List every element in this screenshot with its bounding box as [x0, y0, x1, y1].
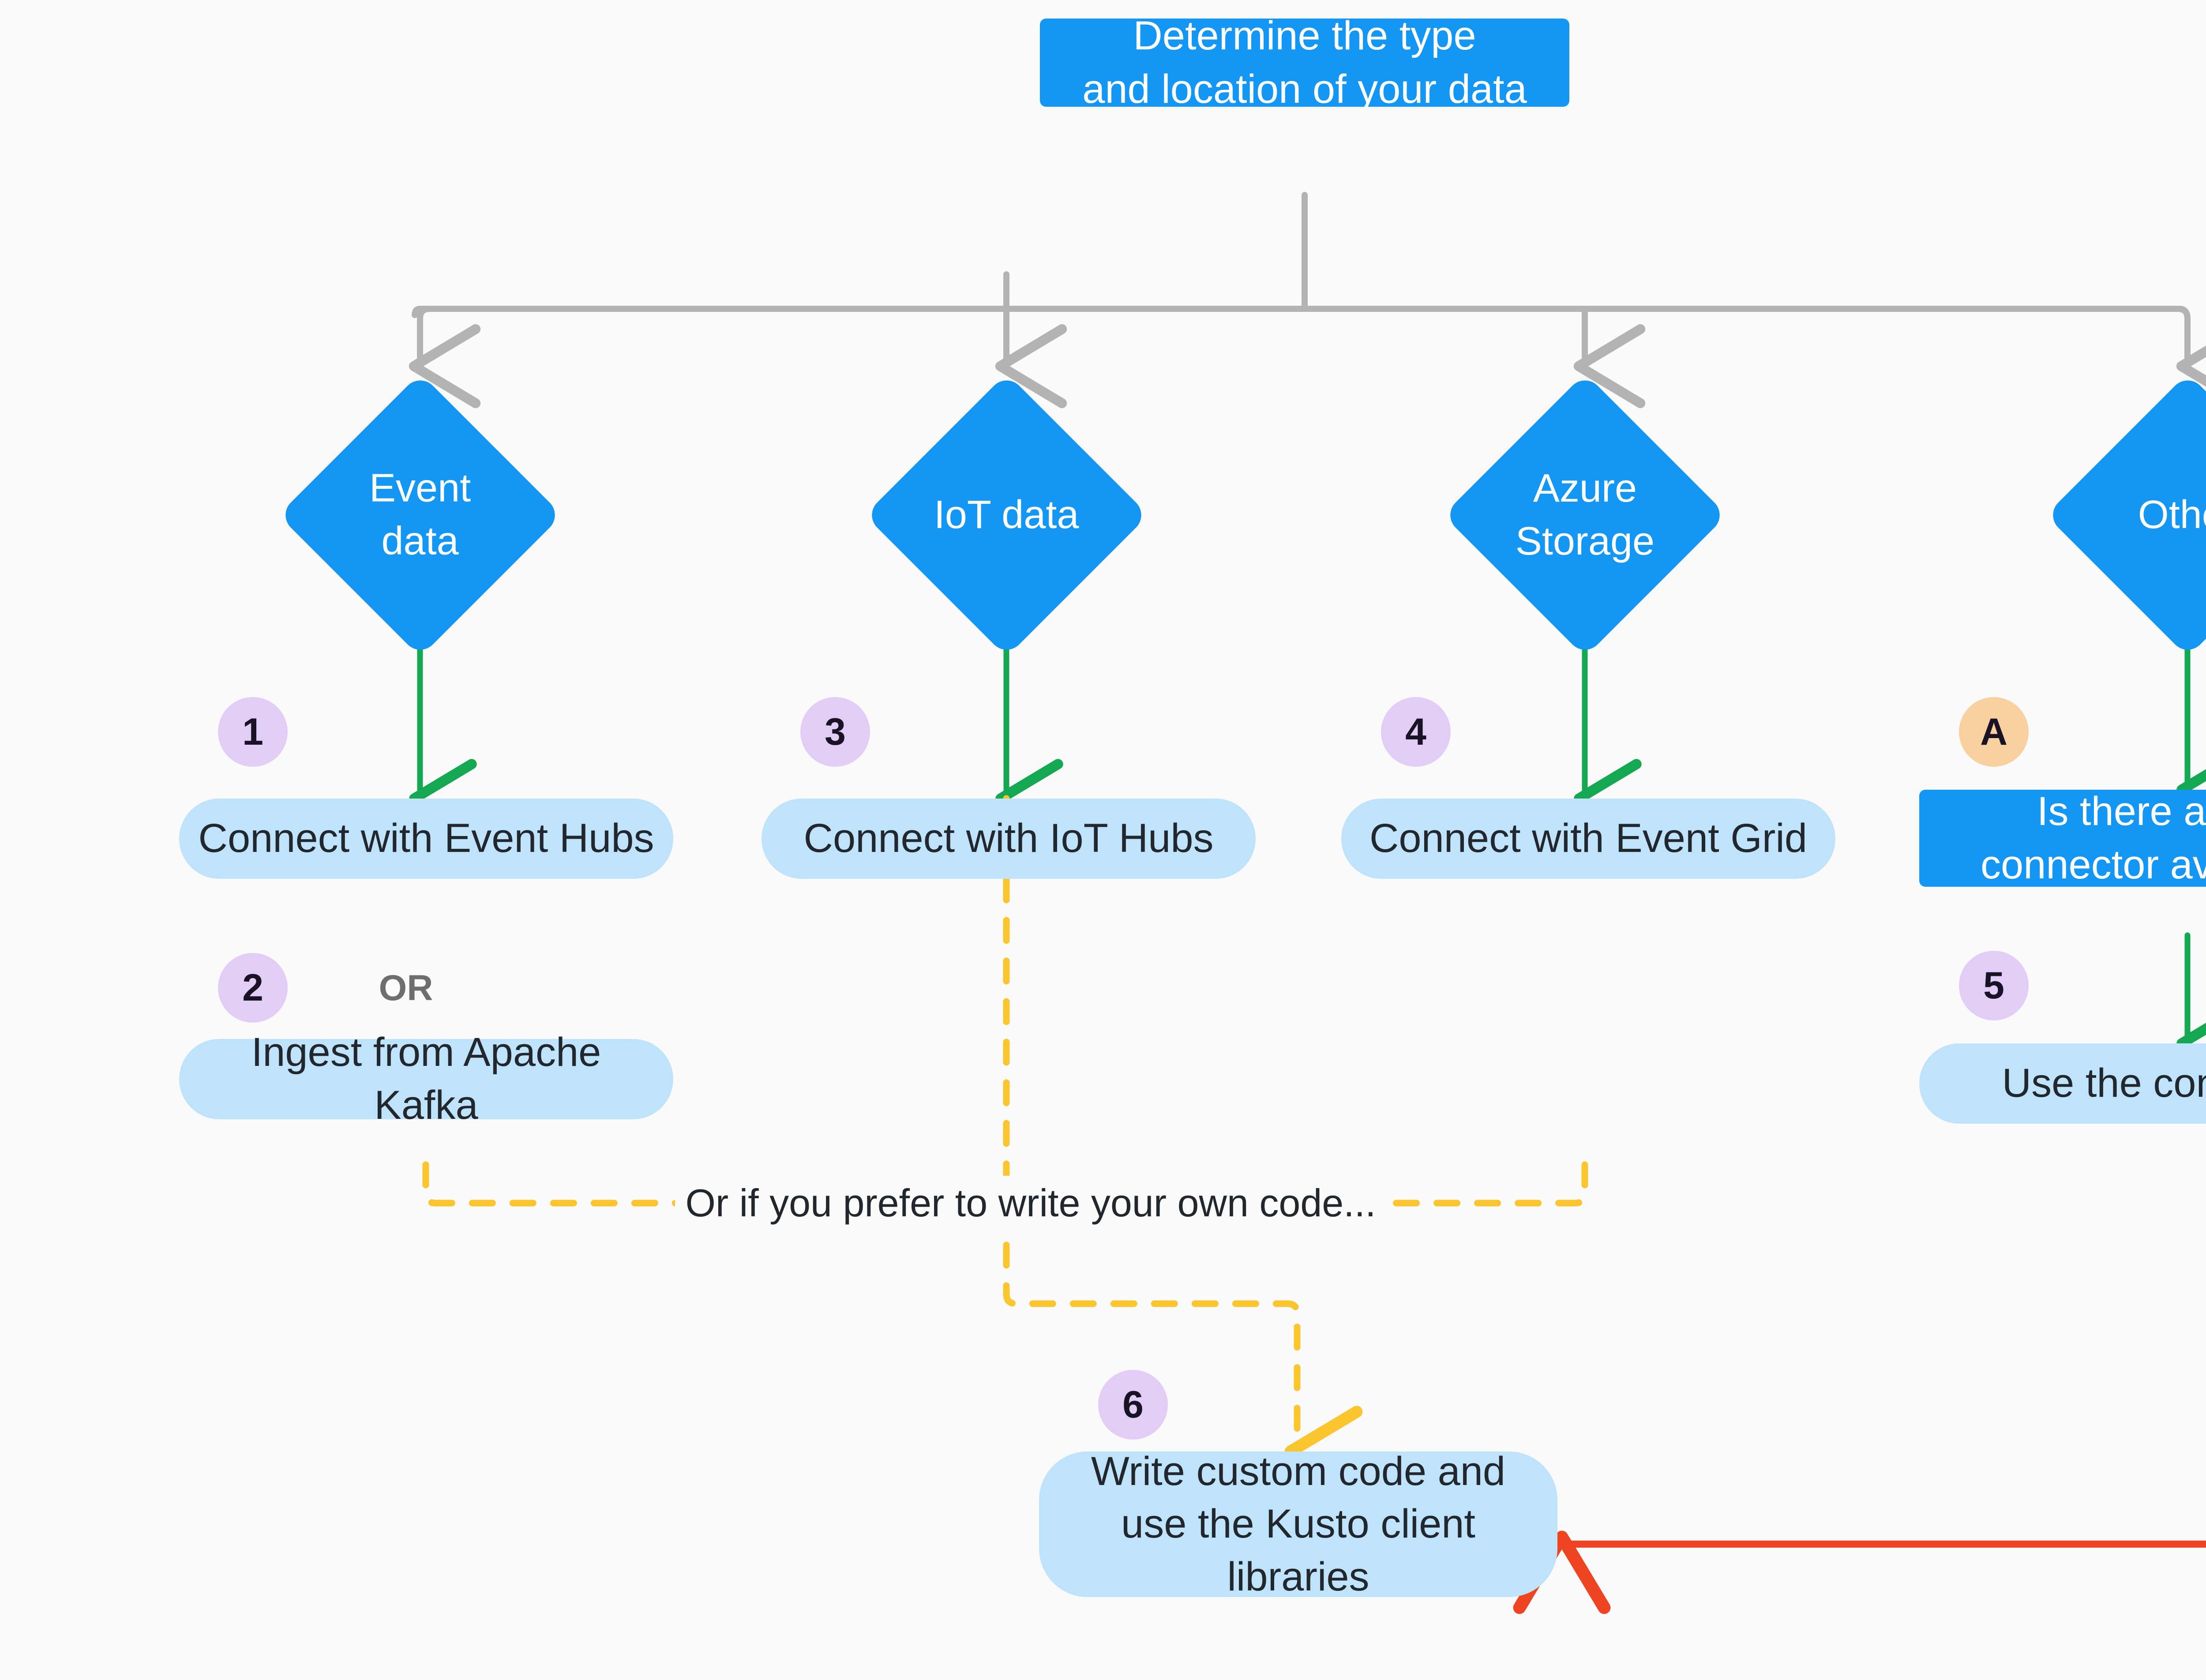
root-node[interactable]: Determine the type and location of your … [1040, 13, 1569, 112]
badge-step-4-label: 4 [1405, 710, 1426, 753]
diamond-iot-data-label: IoT data [934, 492, 1079, 537]
badge-step-a: A [1959, 697, 2029, 767]
decision-connector-available-label: Is there a data connector available? [1981, 788, 2206, 887]
process-connect-event-hubs-label: Connect with Event Hubs [198, 816, 654, 861]
process-connect-event-grid[interactable]: Connect with Event Grid [1341, 799, 1835, 879]
badge-step-2-label: 2 [242, 966, 263, 1009]
diamond-azure-storage-label: Azure Storage [1515, 466, 1655, 563]
process-write-custom-code-label: Write custom code and use the Kusto clie… [1091, 1448, 1506, 1599]
diamond-other[interactable]: Other [2045, 373, 2206, 657]
process-connect-event-hubs[interactable]: Connect with Event Hubs [179, 799, 673, 879]
edge-root-fanout [409, 192, 2206, 409]
process-ingest-apache-kafka[interactable]: Ingest from Apache Kafka [179, 1030, 673, 1128]
diamond-iot-data[interactable]: IoT data [864, 373, 1149, 657]
custom-code-dashed-label: Or if you prefer to write your own code.… [675, 1176, 1386, 1230]
process-use-the-connector[interactable]: Use the connector [1919, 1043, 2206, 1124]
process-connect-iot-hubs-label: Connect with IoT Hubs [803, 816, 1214, 861]
root-node-label: Determine the type and location of your … [1082, 13, 1527, 112]
diamond-azure-storage[interactable]: Azure Storage [1443, 373, 1727, 657]
process-write-custom-code[interactable]: Write custom code and use the Kusto clie… [1039, 1449, 1557, 1599]
diamond-event-data[interactable]: Event data [278, 373, 563, 657]
diamond-other-label: Other [2138, 492, 2206, 537]
badge-step-1-label: 1 [242, 710, 263, 753]
or-connector-label: OR [379, 968, 433, 1008]
process-connect-event-grid-label: Connect with Event Grid [1369, 816, 1807, 861]
badge-step-6: 6 [1098, 1370, 1168, 1440]
edge-no-red [1513, 1530, 2206, 1614]
badge-step-4: 4 [1381, 697, 1451, 767]
badge-step-3-label: 3 [825, 710, 846, 753]
badge-step-2: 2 [218, 953, 288, 1023]
process-use-the-connector-label: Use the connector [2002, 1061, 2206, 1106]
badge-step-6-label: 6 [1122, 1383, 1144, 1426]
process-ingest-apache-kafka-label: Ingest from Apache Kafka [251, 1030, 601, 1128]
badge-step-3: 3 [800, 697, 870, 767]
decision-connector-available[interactable]: Is there a data connector available? [1919, 789, 2206, 887]
edge-root-corners [417, 306, 2191, 369]
badge-step-a-label: A [1980, 710, 2008, 753]
badge-step-1: 1 [218, 697, 288, 767]
badge-step-5-label: 5 [1983, 964, 2004, 1007]
badge-step-5: 5 [1959, 951, 2029, 1020]
process-connect-iot-hubs[interactable]: Connect with IoT Hubs [762, 799, 1256, 879]
diamond-event-data-label: Event data [369, 466, 471, 563]
